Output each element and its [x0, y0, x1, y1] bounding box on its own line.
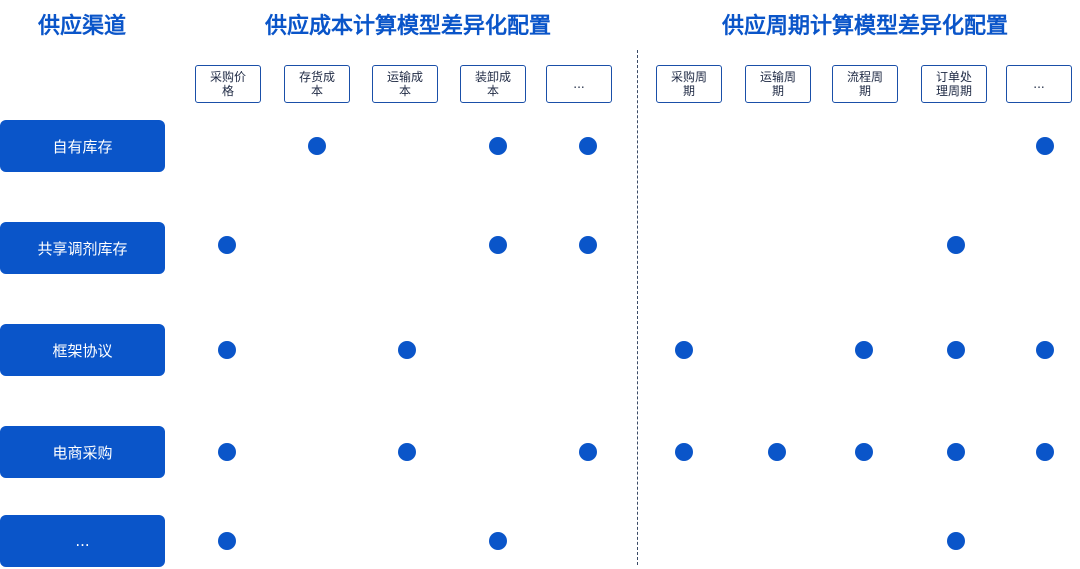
cost-config-dot — [579, 236, 597, 254]
cycle-column-label: 流程周期 — [846, 70, 883, 98]
channels-title: 供应渠道 — [37, 14, 126, 39]
cost-column-label: 采购价格 — [209, 70, 246, 98]
channel-label: ... — [75, 532, 90, 550]
channel-button-4[interactable]: 电商采购 — [0, 426, 165, 478]
cycle-config-dot — [855, 443, 873, 461]
cycle-column-label: 订单处理周期 — [935, 70, 972, 98]
cost-config-dot — [398, 443, 416, 461]
cycle-config-dot — [1036, 443, 1054, 461]
channel-button-1[interactable]: 自有库存 — [0, 120, 165, 172]
section-divider — [637, 50, 638, 565]
channel-button-2[interactable]: 共享调剂库存 — [0, 222, 165, 274]
cost-column-5: ... — [546, 65, 612, 103]
cost-config-dot — [579, 443, 597, 461]
cycle-config-dot — [675, 443, 693, 461]
channel-button-5[interactable]: ... — [0, 515, 165, 567]
cost-config-dot — [308, 137, 326, 155]
cost-config-dot — [218, 341, 236, 359]
cycle-config-dot — [768, 443, 786, 461]
cost-column-label: 运输成本 — [386, 70, 423, 98]
cycle-column-3: 流程周期 — [832, 65, 898, 103]
cost-config-dot — [398, 341, 416, 359]
cost-model-title: 供应成本计算模型差异化配置 — [264, 14, 551, 39]
cost-column-3: 运输成本 — [372, 65, 438, 103]
channel-label: 框架协议 — [52, 341, 113, 360]
cost-column-label: 装卸成本 — [474, 70, 511, 98]
cost-config-dot — [579, 137, 597, 155]
cycle-model-title: 供应周期计算模型差异化配置 — [721, 14, 1008, 39]
cost-config-dot — [218, 236, 236, 254]
cycle-column-2: 运输周期 — [745, 65, 811, 103]
cost-column-label: 存货成本 — [298, 70, 335, 98]
cost-config-dot — [489, 137, 507, 155]
cycle-column-label: 运输周期 — [759, 70, 796, 98]
cost-config-dot — [218, 532, 236, 550]
cost-config-dot — [489, 236, 507, 254]
cycle-column-label: 采购周期 — [670, 70, 707, 98]
cycle-column-label: ... — [1033, 77, 1045, 91]
channel-button-3[interactable]: 框架协议 — [0, 324, 165, 376]
cost-config-dot — [489, 532, 507, 550]
channel-label: 共享调剂库存 — [37, 239, 128, 258]
cycle-column-1: 采购周期 — [656, 65, 722, 103]
cost-column-label: ... — [573, 77, 585, 91]
cycle-config-dot — [855, 341, 873, 359]
cycle-column-5: ... — [1006, 65, 1072, 103]
cycle-config-dot — [947, 443, 965, 461]
cycle-config-dot — [947, 341, 965, 359]
cycle-config-dot — [947, 532, 965, 550]
cost-column-4: 装卸成本 — [460, 65, 526, 103]
cycle-config-dot — [947, 236, 965, 254]
cost-column-2: 存货成本 — [284, 65, 350, 103]
cycle-config-dot — [1036, 341, 1054, 359]
channel-label: 自有库存 — [52, 137, 113, 156]
cycle-config-dot — [1036, 137, 1054, 155]
channel-label: 电商采购 — [52, 443, 113, 462]
cost-column-1: 采购价格 — [195, 65, 261, 103]
cycle-column-4: 订单处理周期 — [921, 65, 987, 103]
cost-config-dot — [218, 443, 236, 461]
cycle-config-dot — [675, 341, 693, 359]
